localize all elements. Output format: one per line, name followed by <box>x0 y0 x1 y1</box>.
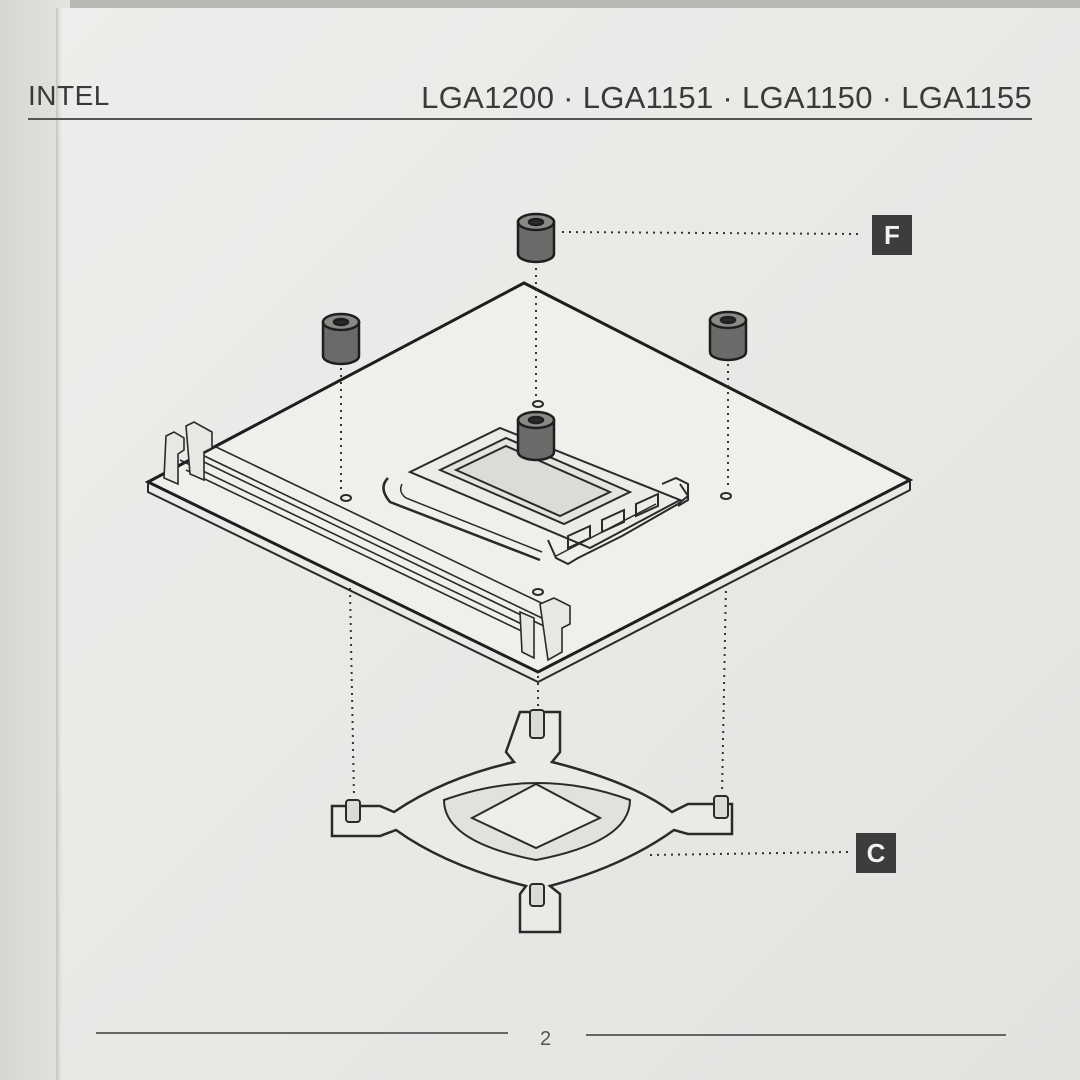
standoff-top <box>516 212 556 264</box>
cpu-socket <box>382 426 690 566</box>
callout-f-label: F <box>872 215 912 255</box>
alignment-guides <box>340 231 861 856</box>
callout-c-label: C <box>856 833 896 873</box>
footer-rule-left <box>96 1032 508 1034</box>
backplate <box>330 709 734 934</box>
socket-list: LGA1200 · LGA1151 · LGA1150 · LGA1155 <box>421 80 1032 115</box>
ram-slots <box>163 421 571 662</box>
standoff-left <box>321 312 361 366</box>
page-gutter-shadow <box>56 8 62 1080</box>
standoff-right <box>708 310 748 362</box>
footer-rule-right <box>586 1034 1006 1036</box>
header-divider <box>28 118 1032 120</box>
standoffs <box>321 212 748 462</box>
page-number: 2 <box>540 1028 552 1050</box>
standoff-center <box>516 410 556 462</box>
platform-heading: INTEL <box>28 80 110 111</box>
